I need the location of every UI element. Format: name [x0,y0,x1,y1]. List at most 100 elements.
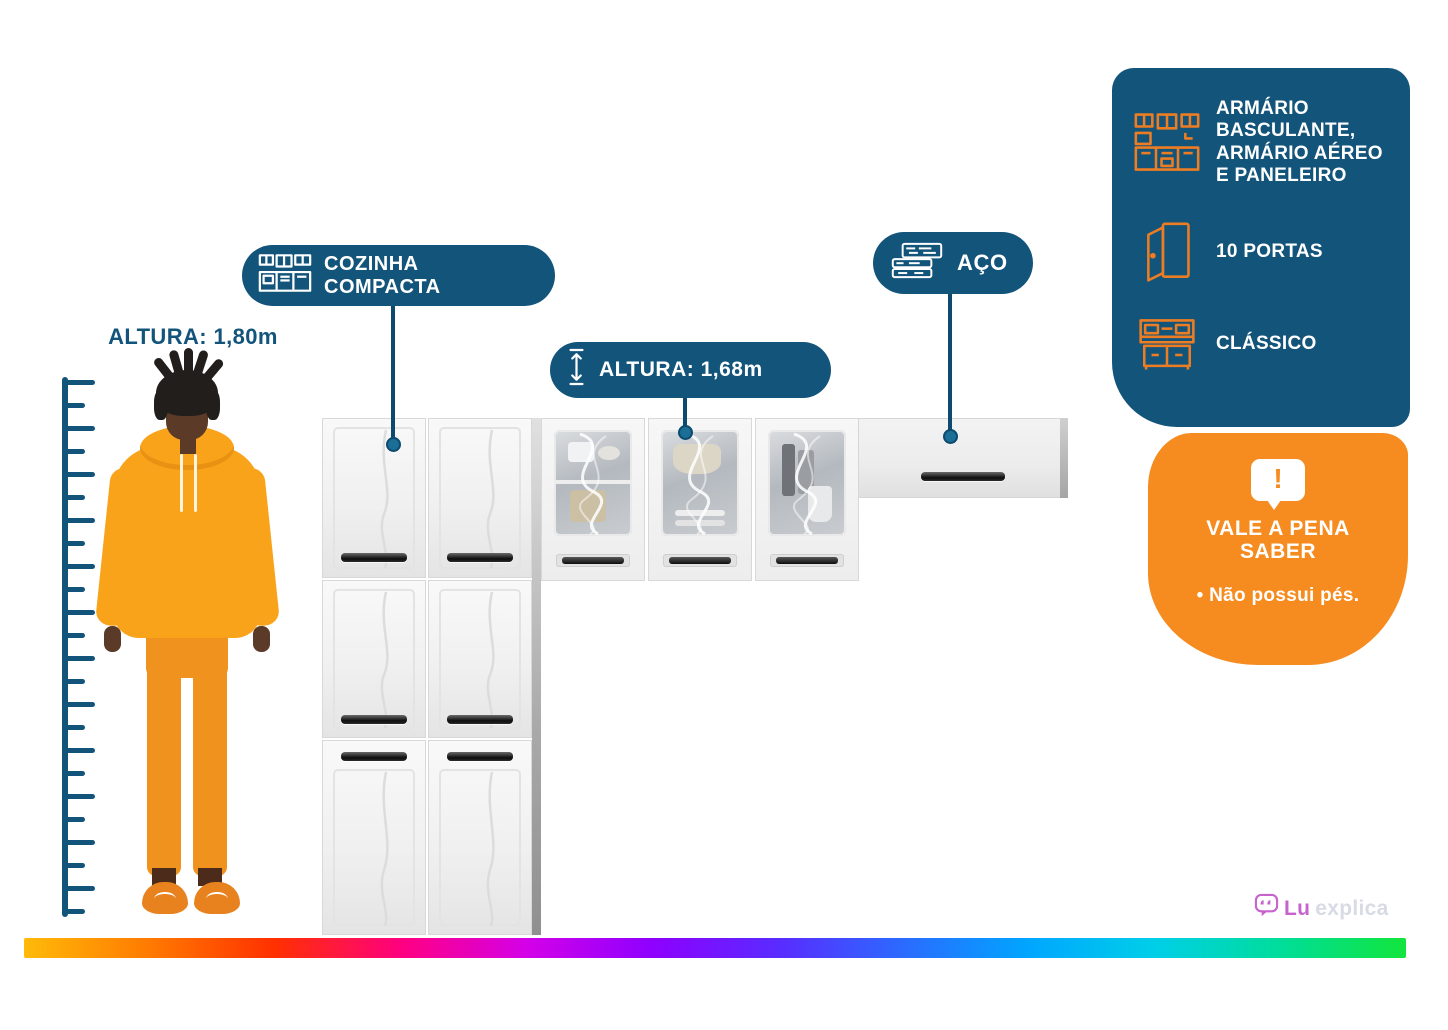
door-handle [447,715,513,724]
callout-dot-kitchen [386,437,401,452]
ruler-tick [68,679,85,684]
height-arrow-icon [568,347,585,393]
callout-line-material [948,291,952,433]
cabinet-side-panel [532,418,541,935]
person-hoodie [113,446,261,638]
person-shoe-lace [206,892,228,906]
person-height-label: ALTURA: 1,80m [108,324,278,349]
kitchen-set-icon [1130,112,1204,174]
pantry-cabinet [320,418,541,935]
notice-blob: ! VALE A PENA SABER • Não possui pés. [1148,433,1408,665]
brand-name-light: explica [1315,896,1389,920]
ruler-tick [68,403,85,408]
ruler-tick [68,564,95,569]
door-handle [921,472,1005,481]
door-handle [341,715,407,724]
kitchen-set-icon [258,253,312,299]
person-hand [253,626,270,652]
alert-bubble-icon: ! [1251,459,1305,510]
dish [675,510,725,516]
person-hair-spike [184,348,193,376]
callout-dot-material [943,429,958,444]
features-panel: ARMÁRIO BASCULANTE, ARMÁRIO AÉREO E PANE… [1112,68,1410,427]
notice-bullet: • Não possui pés. [1196,585,1360,607]
ruler-tick [68,518,95,523]
ruler-tick [68,725,85,730]
notice-title: VALE A PENA SABER [1206,517,1350,564]
dish [808,486,832,522]
ruler-tick [68,909,85,914]
badge-label: AÇO [957,250,1008,275]
cabinet-door [322,740,426,935]
badge-altura: ALTURA: 1,68m [550,342,831,398]
brand-logo: Lu explica [1254,893,1389,924]
ruler-tick [68,840,95,845]
ruler-tick [68,449,85,454]
rainbow-bar [24,938,1406,958]
glass-door [755,418,859,581]
person-drawstring [194,454,197,512]
steel-sheets-icon [891,242,943,285]
door-handle [669,557,731,564]
ruler-tick [68,656,95,661]
feature-row: 10 PORTAS [1130,222,1390,284]
glass-shelf [554,480,632,484]
dish [782,444,795,496]
person-shoe-lace [154,892,176,906]
cabinet-icon [1130,318,1204,372]
person-ankle [152,868,176,886]
brand-name-bold: Lu [1284,896,1311,920]
cabinet-door [322,580,426,738]
person-hair-side [206,390,220,420]
person-leg [193,658,227,876]
callout-dot-height [678,425,693,440]
feature-row: ARMÁRIO BASCULANTE, ARMÁRIO AÉREO E PANE… [1130,98,1390,188]
cabinet-door [428,418,532,578]
ruler-tick [68,495,85,500]
door-handle [341,752,407,761]
badge-label: ALTURA: 1,68m [599,358,763,381]
badge-label: COZINHA COMPACTA [324,252,441,298]
dish [598,446,620,460]
feature-label: ARMÁRIO BASCULANTE, ARMÁRIO AÉREO E PANE… [1216,98,1383,187]
glass-window [554,430,632,536]
callout-line-kitchen [391,303,395,443]
callout-line-height [683,395,687,429]
ruler-tick [68,472,95,477]
person-drawstring [180,454,183,512]
cabinet-door [428,580,532,738]
cabinet-door [322,418,426,578]
glass-door [541,418,645,581]
door-handle [341,553,407,562]
ruler-tick [68,587,85,592]
ruler-tick [68,610,95,615]
aerial-glass-cabinet [541,418,859,581]
person-hand [104,626,121,652]
person-ankle [198,868,222,886]
ruler-tick [68,633,85,638]
ruler-tick [68,380,95,385]
ruler-tick [68,426,95,431]
glass-door [648,418,752,581]
feature-label: 10 PORTAS [1216,241,1323,263]
badge-aco: AÇO [873,232,1033,294]
lu-bubble-icon [1254,893,1279,924]
basculante-cabinet [858,418,1068,498]
height-ruler [62,377,162,922]
glass-window [661,430,739,536]
dish [568,442,594,462]
feature-label: CLÁSSICO [1216,333,1317,355]
door-handle [562,557,624,564]
ruler-tick [68,886,95,891]
open-door-icon [1130,222,1204,284]
door-handle [447,553,513,562]
person-illustration [94,348,281,920]
cabinet-side-panel [1060,418,1068,498]
ruler-tick [68,863,85,868]
ruler-tick [68,541,85,546]
person-leg [147,658,181,876]
ruler-tick [68,817,85,822]
cabinet-door [428,740,532,935]
ruler-tick [68,794,95,799]
